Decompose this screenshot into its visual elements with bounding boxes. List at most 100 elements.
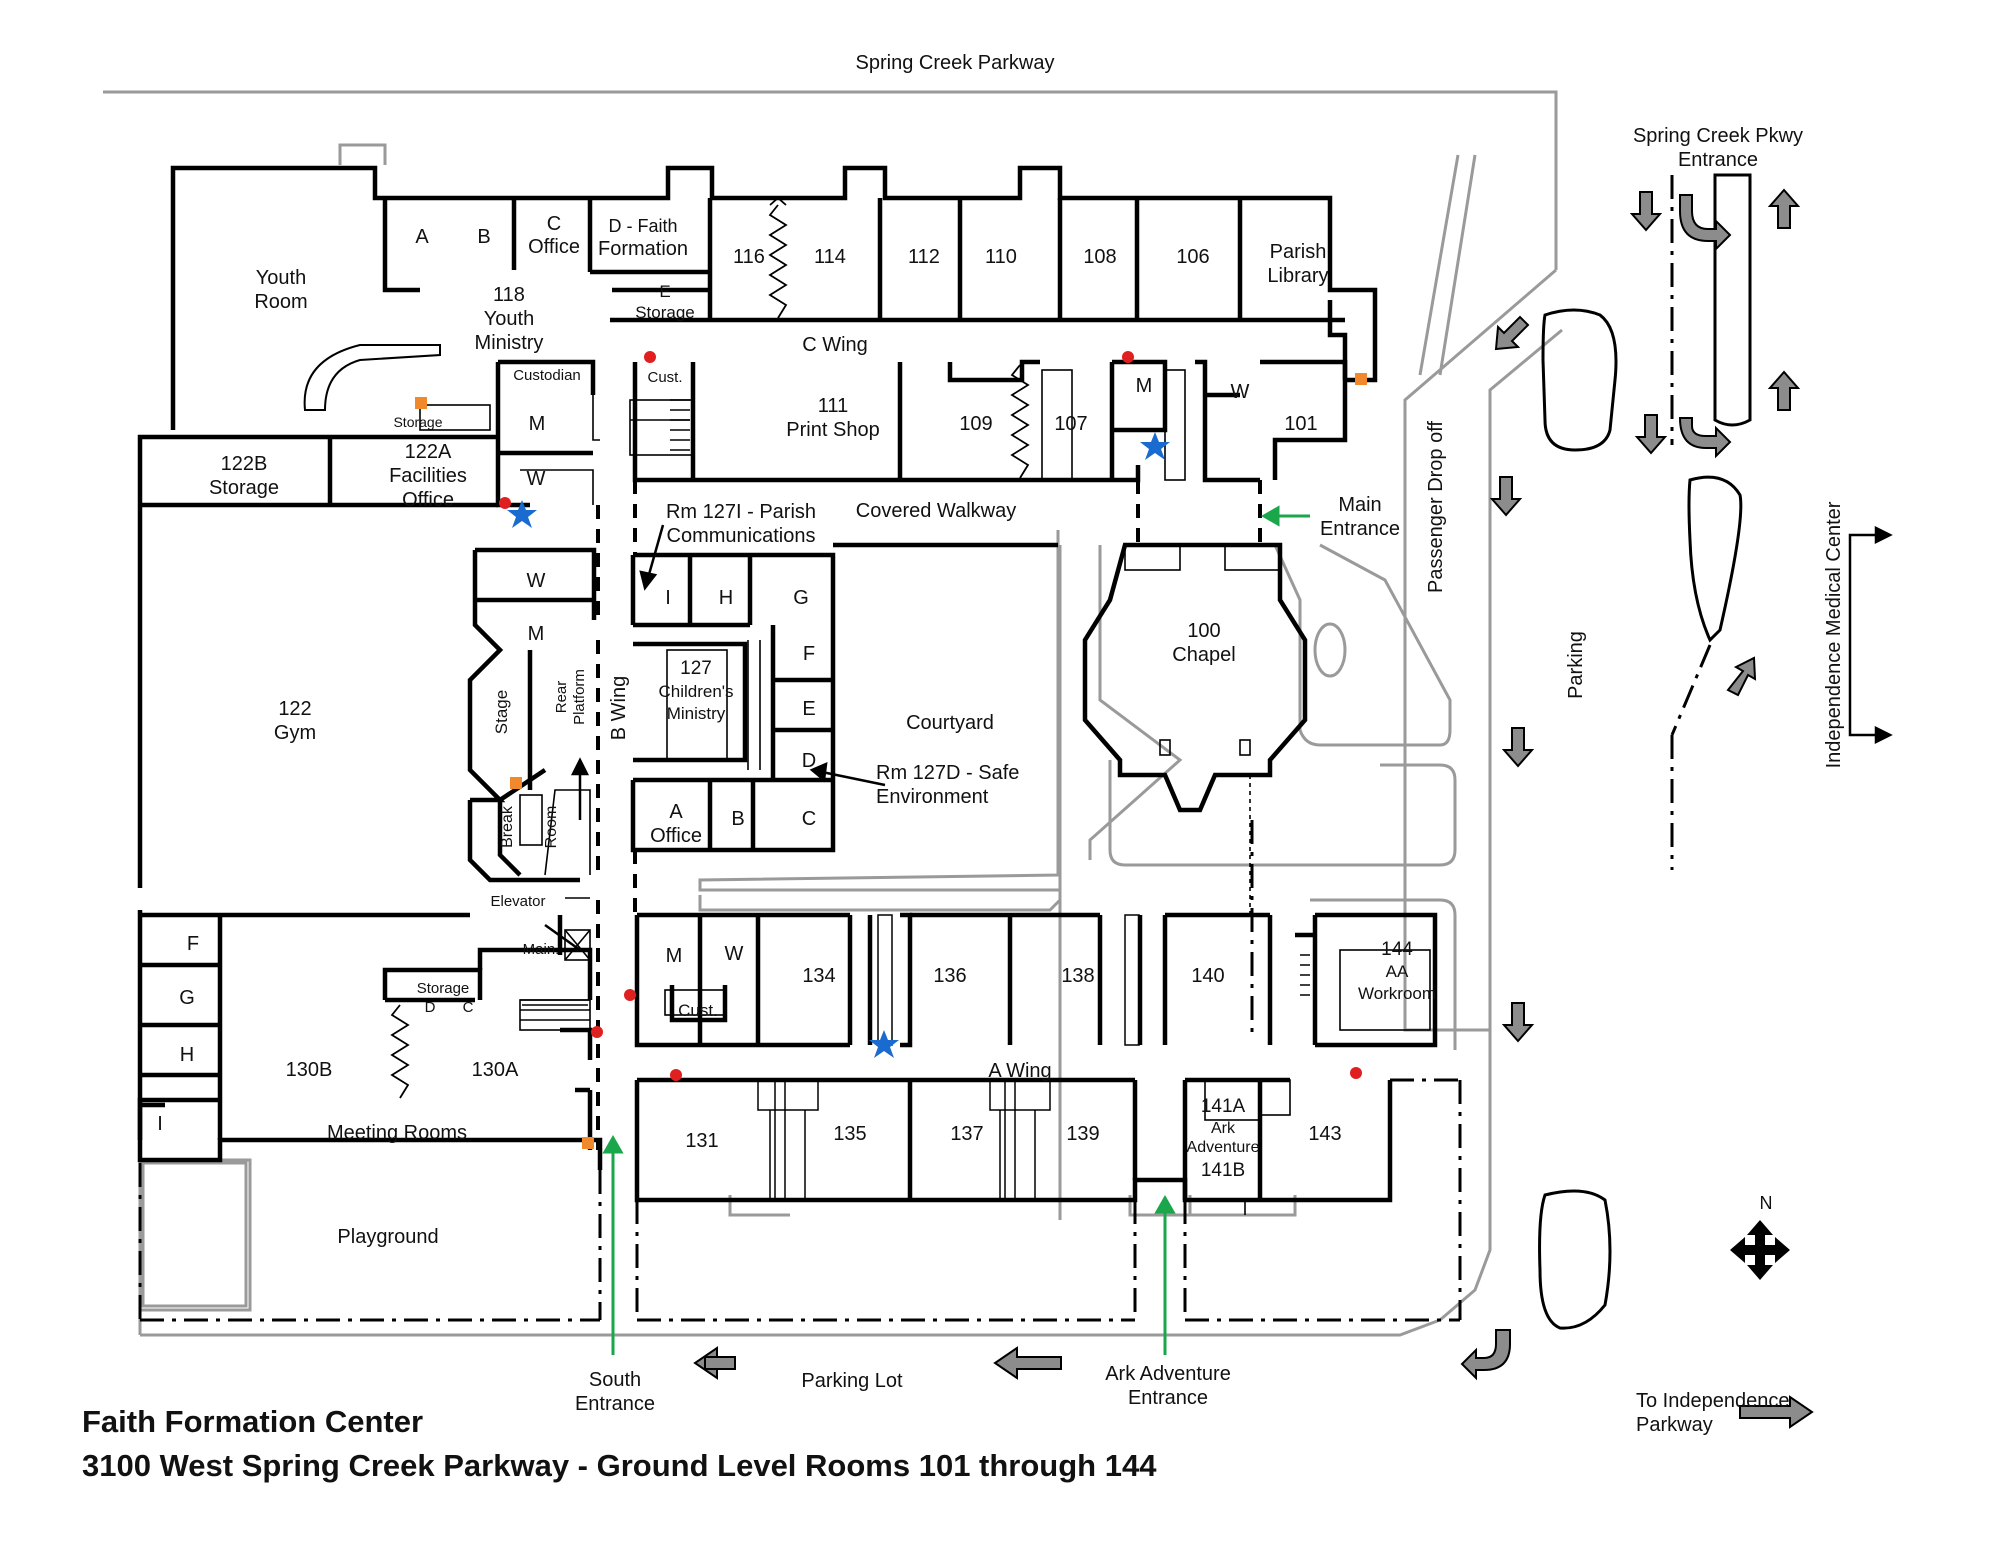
room-130b-label: 130B: [286, 1059, 333, 1081]
a-wing-label: A Wing: [988, 1060, 1051, 1082]
youth-room-label-1: Youth: [256, 267, 306, 289]
compass-north-label: N: [1760, 1193, 1773, 1213]
ark-adventure-label-1: Ark: [1211, 1120, 1236, 1137]
room-118-label-1: 118: [493, 284, 525, 306]
parish-library-label-2: Library: [1267, 265, 1328, 287]
courtyard-label: Courtyard: [906, 712, 994, 734]
c-office-label-1: C: [547, 213, 561, 235]
entrance-label-line2: Entrance: [1678, 149, 1758, 171]
room-g2-label: G: [179, 987, 195, 1009]
room-110-label: 110: [985, 246, 1017, 268]
interior-detail-lines: [419, 369, 1431, 1215]
road-islands: [1538, 173, 1752, 1330]
south-entrance-line1: South: [589, 1369, 641, 1391]
room-127-label-2: Children's: [658, 682, 733, 701]
map-title: Faith Formation Center: [82, 1404, 423, 1439]
map-title-block: Faith Formation Center 3100 West Spring …: [82, 1404, 1157, 1483]
room-h2-label: H: [180, 1044, 194, 1066]
room-138-label: 138: [1061, 965, 1094, 987]
gym-label-1: 122: [278, 698, 311, 720]
room-122a-label-2: Facilities: [389, 465, 467, 487]
room-101-label: 101: [1284, 413, 1317, 435]
elevator-label: Elevator: [490, 893, 545, 910]
main-small-label: Main.: [523, 941, 560, 958]
men-room-label-2: M: [1136, 375, 1153, 397]
gym-label-2: Gym: [274, 722, 316, 744]
entrance-labels: Main Entrance South Entrance Ark Adventu…: [575, 494, 1400, 1415]
break-room-label-1: Break: [499, 805, 516, 848]
room-135-label: 135: [833, 1123, 866, 1145]
room-134-label: 134: [802, 965, 835, 987]
room-139-label: 139: [1066, 1123, 1099, 1145]
room-144-label-1: 144: [1381, 939, 1413, 960]
room-136-label: 136: [933, 965, 966, 987]
road-arrows: [693, 188, 1814, 1429]
room-a-label: A: [415, 226, 429, 248]
entrance-arrows: [602, 505, 1310, 1355]
spring-creek-parkway-label: Spring Creek Parkway: [856, 52, 1055, 74]
room-106-label: 106: [1176, 246, 1209, 268]
room-c-label: C: [802, 808, 816, 830]
room-i-label: I: [665, 587, 671, 609]
women-room-label-1: W: [527, 468, 546, 490]
women-room-label-4: W: [725, 943, 744, 965]
men-room-label-4: M: [666, 945, 683, 967]
room-b-label: B: [477, 226, 490, 248]
room-141b-label: 141B: [1201, 1160, 1245, 1181]
room-b-small-label: B: [731, 808, 744, 830]
storage-small-label: Storage: [393, 414, 442, 430]
area-labels: C Wing B Wing A Wing Covered Walkway Cou…: [327, 334, 1052, 1144]
storage-c-label: C: [463, 999, 474, 1016]
ark-adventure-label-2: Adventure: [1187, 1139, 1260, 1156]
room-labels: Youth Room A B C Office D - Faith Format…: [157, 213, 1436, 1181]
room-118-label-2: Youth: [484, 308, 534, 330]
a-office-label-2: Office: [650, 825, 702, 847]
dash-boundaries: [138, 1078, 1462, 1322]
folding-partitions: [390, 196, 1030, 1099]
room-127-label-3: Ministry: [667, 704, 726, 723]
hall-dashes: [220, 480, 1262, 1150]
a-office-label-1: A: [669, 801, 683, 823]
room-122b-label-1: 122B: [221, 453, 268, 475]
room-137-label: 137: [950, 1123, 983, 1145]
left-arrow-bodies: [704, 1356, 736, 1370]
rear-platform-label-1: Rear: [553, 681, 570, 714]
pointer-arrows: [544, 524, 886, 952]
rear-platform-label-2: Platform: [571, 669, 588, 725]
room-114-label: 114: [814, 246, 846, 268]
room-g-label: G: [793, 587, 809, 609]
room-122a-label-1: 122A: [405, 441, 452, 463]
room-144-label-2: AA: [1386, 962, 1409, 981]
curved-planter: [303, 344, 441, 411]
room-140-label: 140: [1191, 965, 1224, 987]
street-labels: Spring Creek Parkway Spring Creek Pkwy E…: [337, 52, 1845, 1436]
chapel-label-1: 100: [1187, 620, 1220, 642]
ark-entrance-line2: Entrance: [1128, 1387, 1208, 1409]
men-room-label-3: M: [528, 623, 545, 645]
room-109-label: 109: [959, 413, 992, 435]
rm127d-label-1: Rm 127D - Safe: [876, 762, 1019, 784]
rm127i-label-1: Rm 127I - Parish: [666, 501, 816, 523]
room-108-label: 108: [1083, 246, 1116, 268]
room-h-label: H: [719, 587, 733, 609]
room-107-label: 107: [1054, 413, 1087, 435]
room-111-label-2: Print Shop: [786, 419, 879, 441]
a-wing-partitions: [757, 914, 1140, 1201]
drop-off-label: Passenger Drop off: [1425, 421, 1447, 593]
storage-dc-label: Storage: [417, 980, 470, 997]
main-entrance-line2: Entrance: [1320, 518, 1400, 540]
d-faith-label-1: D - Faith: [608, 216, 677, 236]
ark-entrance-line1: Ark Adventure: [1105, 1363, 1231, 1385]
chapel-label-2: Chapel: [1172, 644, 1235, 666]
break-room-label-2: Room: [543, 806, 560, 849]
room-f-label: F: [803, 643, 815, 665]
compass-rose: [1730, 1220, 1790, 1280]
room-i2-label: I: [157, 1113, 163, 1135]
room-d-label: D: [802, 750, 816, 772]
cust-label-2: Cust.: [678, 1001, 718, 1020]
fire-extinguisher-markers: [415, 373, 1367, 1149]
room-122a-label-3: Office: [402, 489, 454, 511]
room-131-label: 131: [685, 1130, 718, 1152]
e-storage-label-2: Storage: [635, 303, 695, 322]
